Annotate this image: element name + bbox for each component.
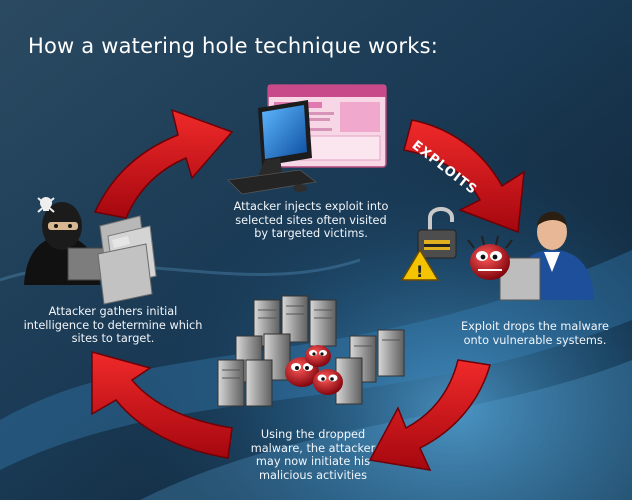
malware-bug-icon <box>467 235 513 280</box>
server-rack-icon <box>217 295 405 407</box>
arrow-bottom-left <box>91 351 233 459</box>
arrow-bottom-right <box>368 359 491 471</box>
caption-gather-intelligence: Attacker gathers initial intelligence to… <box>23 305 203 345</box>
open-padlock-icon <box>417 207 457 259</box>
caption-malicious-activities: Using the dropped malware, the attacker … <box>250 428 376 482</box>
folders-icon <box>97 215 157 305</box>
warning-icon: ! <box>400 248 440 281</box>
caption-inject-exploit: Attacker injects exploit into selected s… <box>233 200 389 240</box>
svg-text:!: ! <box>416 262 423 281</box>
caption-drop-malware: Exploit drops the malware onto vulnerabl… <box>460 320 610 347</box>
computer-icon <box>227 100 317 195</box>
malware-bug-icon <box>313 369 343 395</box>
arrow-exploits <box>403 119 525 234</box>
arrow-top-left <box>93 108 234 219</box>
malware-bug-icon <box>305 345 331 367</box>
diagram-title: How a watering hole technique works: <box>28 34 439 58</box>
